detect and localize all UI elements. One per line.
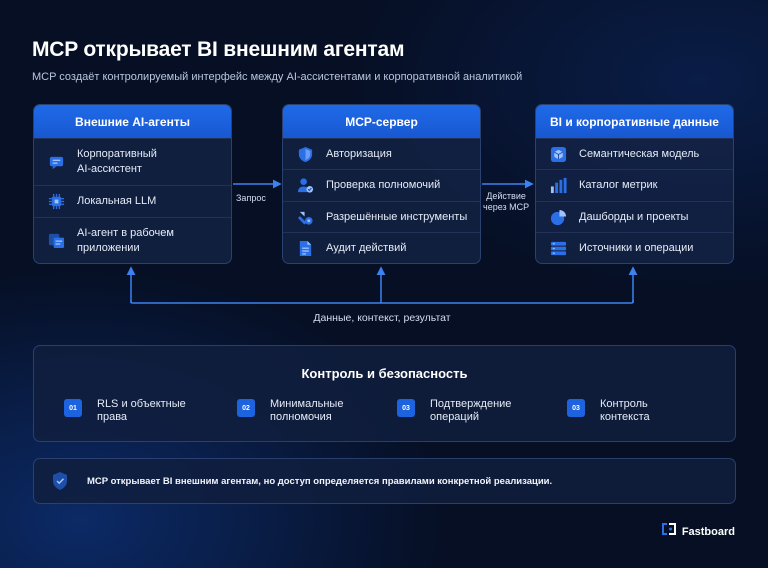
return-bracket (130, 300, 634, 304)
list-item: Корпоративный AI-ассистент (34, 138, 231, 185)
app-window-icon (48, 232, 65, 249)
panel-title: BI и корпоративные данные (536, 105, 733, 138)
panel-title: MCP-сервер (283, 105, 480, 138)
item-label: Семантическая модель (579, 147, 700, 160)
footnote-banner: MCP открывает BI внешним агентам, но дос… (33, 458, 736, 504)
list-item: Дашборды и проекты (536, 201, 733, 232)
control-item: 03 Контроль контекста (567, 398, 650, 424)
panel-external-agents: Внешние AI-агенты Корпоративный AI-ассис… (33, 104, 232, 264)
control-item: 01 RLS и объектные права (64, 398, 186, 424)
pie-chart-icon (550, 209, 567, 226)
list-item: Разрешённые инструменты (283, 201, 480, 232)
shield-check-icon (51, 471, 69, 491)
chip-icon (48, 193, 65, 210)
item-label: Дашборды и проекты (579, 210, 689, 223)
item-number: 02 (237, 399, 255, 417)
footnote-text: MCP открывает BI внешним агентам, но дос… (87, 475, 553, 487)
item-text: Контроль контекста (600, 398, 650, 423)
item-text: Подтверждение операций (430, 398, 512, 423)
page-title: MCP открывает BI внешним агентам (32, 38, 405, 61)
panel-mcp-server: MCP-сервер Авторизация Проверка полномоч… (282, 104, 481, 264)
item-text: RLS и объектные права (97, 398, 186, 423)
item-number: 01 (64, 399, 82, 417)
control-item: 03 Подтверждение операций (397, 398, 511, 424)
list-item: Семантическая модель (536, 138, 733, 169)
item-label: Корпоративный AI-ассистент (77, 148, 157, 175)
item-label: Авторизация (326, 147, 392, 160)
item-label: Аудит действий (326, 242, 407, 254)
return-label: Данные, контекст, результат (313, 312, 451, 324)
request-label: Запрос (236, 193, 266, 203)
item-number: 03 (567, 399, 585, 417)
action-label: Действие через MCP (483, 191, 530, 212)
list-item: Авторизация (283, 138, 480, 169)
list-item: AI-агент в рабочем приложении (34, 217, 231, 263)
item-label: Источники и операции (579, 242, 694, 254)
chat-icon (48, 154, 65, 171)
list-item: Локальная LLM (34, 185, 231, 217)
control-item: 02 Минимальные полномочия (237, 398, 343, 424)
list-item: Каталог метрик (536, 169, 733, 201)
brand: Fastboard (661, 522, 735, 541)
item-text: Минимальные полномочия (270, 398, 344, 423)
cube-icon (550, 146, 567, 163)
list-item: Проверка полномочий (283, 169, 480, 201)
tools-icon (297, 209, 314, 226)
shield-icon (297, 146, 314, 163)
panel-bi-data: BI и корпоративные данные Семантическая … (535, 104, 734, 264)
item-label: Проверка полномочий (326, 179, 441, 191)
page-subtitle: MCP создаёт контролируемый интерфейс меж… (32, 71, 523, 83)
brand-name: Fastboard (681, 525, 735, 538)
fastboard-logo-icon (661, 522, 677, 541)
database-icon (550, 240, 567, 257)
document-icon (297, 240, 314, 257)
item-label: Каталог метрик (579, 179, 658, 191)
control-title: Контроль и безопасность (301, 366, 468, 381)
item-label: AI-агент в рабочем приложении (77, 226, 174, 254)
user-check-icon (297, 177, 314, 194)
item-number: 03 (397, 399, 415, 417)
control-security-panel: Контроль и безопасность 01 RLS и объектн… (33, 345, 736, 442)
bar-chart-icon (550, 177, 567, 194)
item-label: Локальная LLM (77, 195, 157, 207)
list-item: Аудит действий (283, 232, 480, 263)
item-label: Разрешённые инструменты (326, 210, 468, 223)
panel-title: Внешние AI-агенты (34, 105, 231, 138)
list-item: Источники и операции (536, 232, 733, 263)
